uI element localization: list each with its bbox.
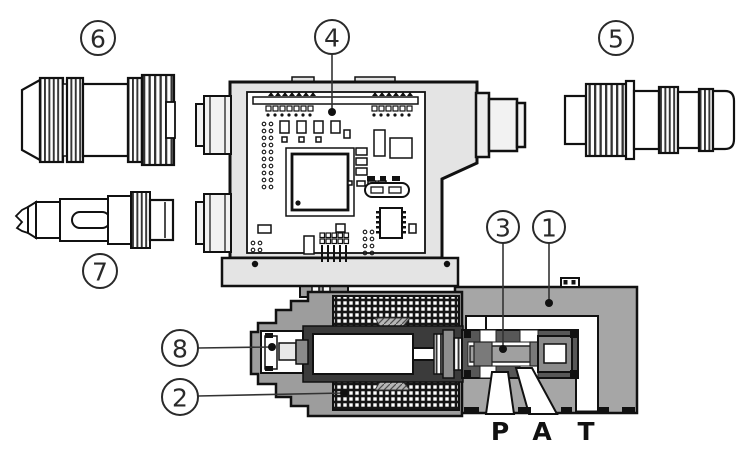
coupling-ring: [584, 82, 628, 158]
connector-cap: [711, 89, 736, 151]
callout-8: 8: [161, 329, 199, 367]
port-label-A: A: [532, 417, 552, 446]
housing-left-port: [195, 95, 232, 155]
connector-nose: [20, 78, 42, 162]
callout-6-number: 6: [90, 25, 106, 54]
port-labels: P A T: [491, 417, 595, 446]
soic-chip: [376, 207, 417, 239]
pcb: [246, 91, 426, 262]
spool-land: [473, 341, 493, 367]
callout-3: 3: [486, 210, 520, 244]
callout-6: 6: [80, 20, 116, 56]
callout-5: 5: [598, 20, 634, 56]
pcb-edge-connector: [252, 96, 419, 105]
pin-header: [319, 232, 350, 262]
callout-7-number: 7: [92, 258, 108, 287]
cable-break: [14, 205, 29, 235]
callout-8-number: 8: [172, 335, 188, 364]
port-label-T: T: [577, 417, 594, 446]
callouts: 6 4 5 7 3 1 8 2: [80, 19, 634, 416]
solder-dots: [266, 113, 411, 117]
electronics-module: [195, 76, 527, 288]
callout-1-number: 1: [541, 214, 557, 243]
port-label-P: P: [491, 417, 509, 446]
valve-channel-P: [484, 371, 516, 415]
coupling-disc: [442, 329, 455, 379]
callout-7: 7: [82, 253, 118, 289]
transistor-row: [279, 120, 351, 143]
callout-4-number: 4: [324, 24, 340, 53]
mounting-pads: [464, 407, 635, 414]
coupling-knurl: [433, 333, 444, 375]
knurled-ring: [130, 191, 151, 249]
cable-connector-7: [14, 191, 175, 249]
housing-left-port: [195, 193, 232, 253]
callout-2: 2: [161, 378, 199, 416]
callout-3-number: 3: [495, 214, 511, 243]
via-columns: [250, 121, 375, 256]
valve-channel-A: [514, 367, 559, 415]
callout-5-number: 5: [608, 25, 624, 54]
manual-override: [260, 330, 309, 374]
pin-row: [268, 92, 413, 96]
callout-4: 4: [314, 19, 350, 55]
callout-1: 1: [532, 210, 566, 244]
solenoid: [249, 282, 466, 418]
connector-body: [81, 82, 130, 158]
capacitors: [257, 223, 346, 255]
leader-lines: [197, 54, 550, 397]
male-connector-5: [563, 79, 736, 161]
valve-top-clip: [560, 277, 580, 288]
callout-2-number: 2: [172, 384, 188, 413]
latch-slot: [71, 211, 111, 229]
crystal-oscillator: [364, 176, 410, 198]
armature: [312, 333, 414, 375]
solder-pads: [265, 105, 413, 112]
control-spool-assembly: [433, 329, 635, 415]
leader-dots: [268, 108, 553, 397]
female-connector-6: [20, 73, 176, 167]
housing-connector-socket: [474, 91, 527, 159]
main-processor-ic: [285, 147, 355, 217]
